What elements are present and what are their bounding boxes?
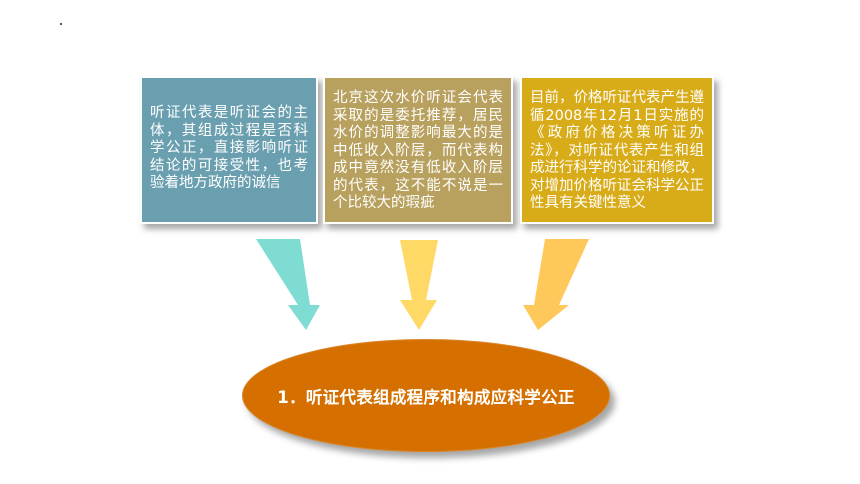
arrow-2-icon xyxy=(400,240,438,330)
text-box-2: 北京这次水价听证会代表采取的是委托推荐，居民水价的调整影响最大的是中低收入阶层，… xyxy=(323,76,513,224)
arrow-1-icon xyxy=(256,239,320,330)
stray-dot xyxy=(60,23,62,25)
conclusion-text: 1．听证代表组成程序和构成应科学公正 xyxy=(277,387,575,407)
text-box-1: 听证代表是听证会的主体，其组成过程是否科学公正，直接影响听证结论的可接受性，也考… xyxy=(140,76,318,224)
conclusion-ellipse: 1．听证代表组成程序和构成应科学公正 xyxy=(242,339,610,452)
text-box-3: 目前，价格听证代表产生遵循2008年12月1日实施的《政府价格决策听证办法》，对… xyxy=(520,76,714,224)
arrow-3-icon xyxy=(523,239,589,330)
